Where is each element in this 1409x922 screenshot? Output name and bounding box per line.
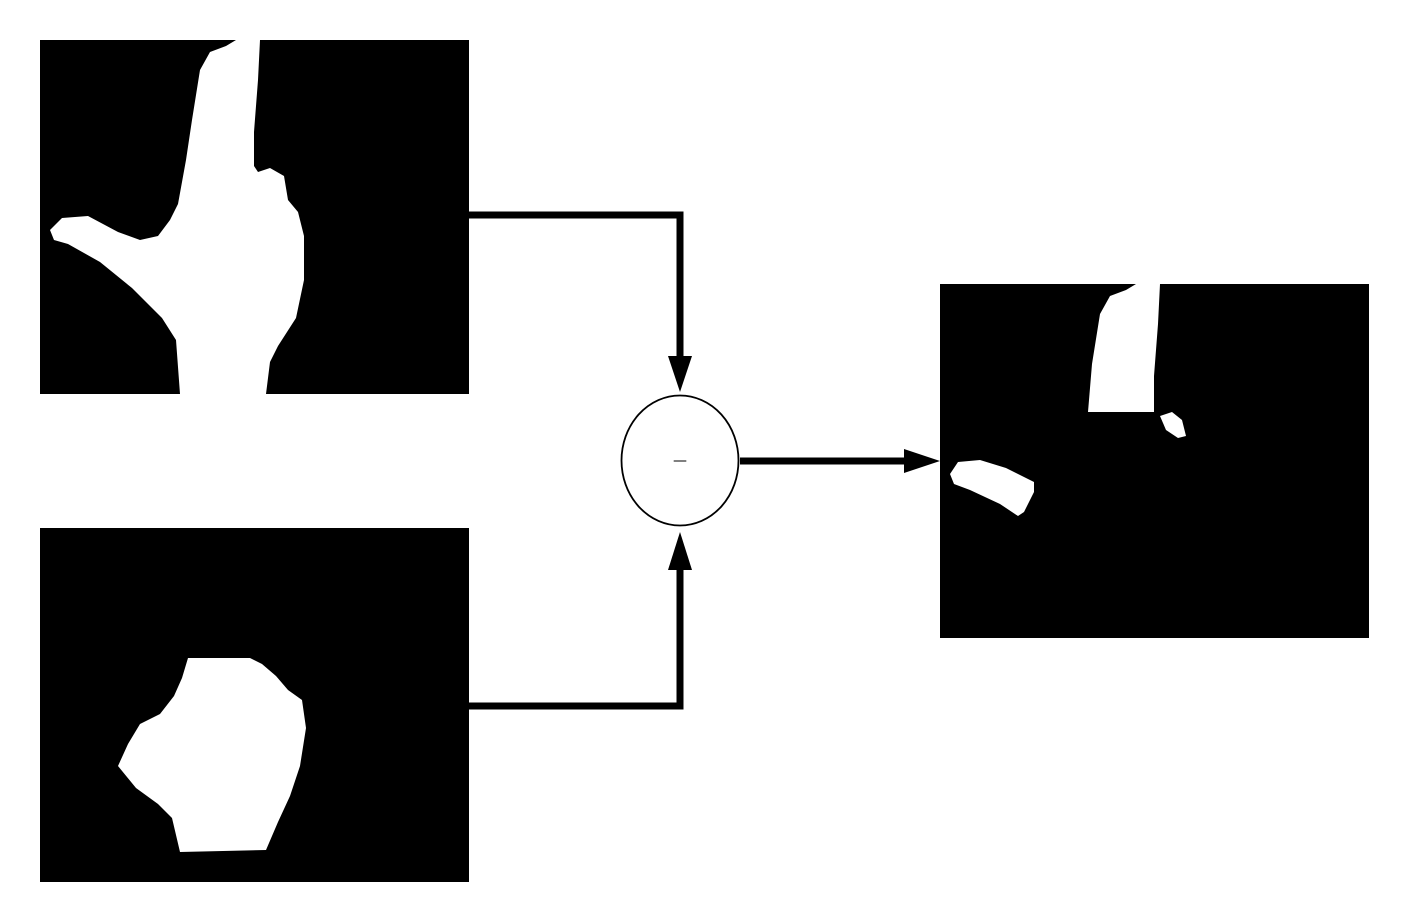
subtraction-operator: — [620, 394, 740, 527]
finger-regions-icon [950, 284, 1186, 516]
palm-to-operator-arrow [469, 566, 684, 710]
minus-symbol: — [673, 452, 687, 469]
middle-finger-region [1160, 412, 1186, 438]
palm-mask-image [40, 528, 469, 882]
hand-to-operator-arrow [469, 211, 684, 360]
palm-arrowhead-icon [668, 532, 692, 570]
palm-silhouette-icon [118, 658, 306, 852]
thumb-region [950, 460, 1034, 516]
hand-arrowhead-icon [668, 356, 692, 392]
result-mask-image [940, 284, 1369, 638]
index-finger-region [1088, 284, 1160, 412]
hand-silhouette-icon [50, 40, 304, 394]
result-arrowhead-icon [904, 449, 940, 473]
operator-ellipse-icon [620, 394, 740, 527]
hand-mask-image [40, 40, 469, 394]
